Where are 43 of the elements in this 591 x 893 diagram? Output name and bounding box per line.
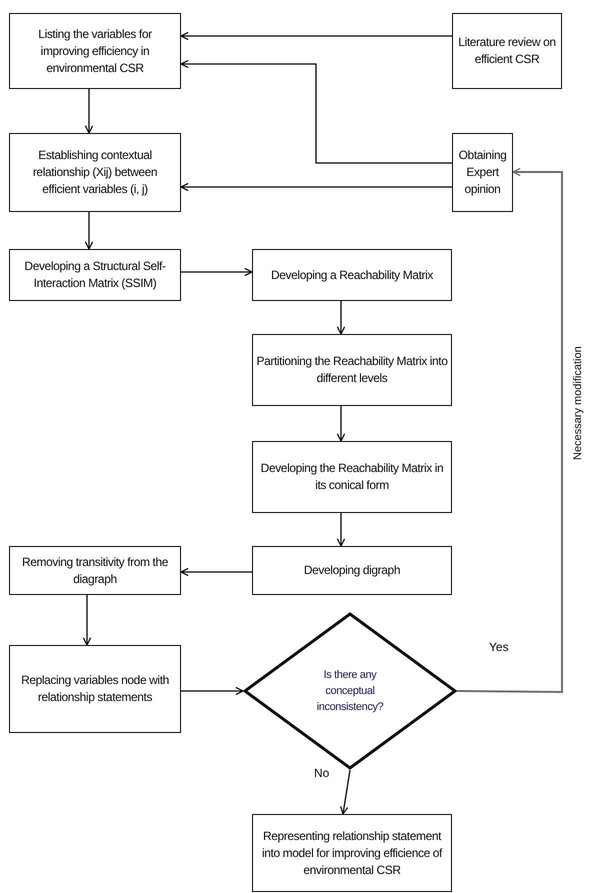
node-text: Obtaining Expert opinion [458,147,508,198]
process-box [252,249,452,301]
process-box [9,249,181,301]
decision-diamond [243,612,457,770]
node-text: Literature review on efficient CSR [457,34,557,68]
process-box [252,334,452,406]
arrow [180,182,452,192]
arrow [82,595,92,646]
process-box [252,814,452,892]
node-text: Establishing contextual relationship (Xij) between efficient variables (i, j) [32,147,158,198]
node-text: Partitioning the Reachability Matrix into different levels [255,353,449,387]
process-box [452,133,513,212]
process-box [9,133,181,212]
node-text: Is there any conceptual inconsistency? [316,668,384,715]
arrow [180,32,452,40]
arrow [336,301,346,335]
node-text: Listing the variables for improving efficiency in environmental CSR [37,26,153,76]
node-text: Developing digraph [302,562,402,579]
node-text: Removing transitivity from the diagraph [20,554,170,588]
node-text: Developing a Structural Self-Interaction Matrix (SSIM) [23,258,167,292]
arrow [340,770,351,815]
node-text: Representing relationship statement into model for improving efficience of environmental CSR [260,828,444,878]
process-box [252,441,452,513]
process-box [9,13,181,89]
process-box [252,546,452,595]
node-text: Developing the Reachability Matrix in its conical form [260,460,444,494]
arrow [181,268,253,276]
arrow [84,212,94,250]
arrow [180,568,252,576]
edge-label: Yes [487,640,511,654]
process-box [452,13,562,89]
process-box [9,546,181,595]
node-text: Developing a Reachability Matrix [270,266,434,284]
arrow [457,168,563,693]
arrow [84,89,94,134]
arrow [336,406,346,442]
process-box [9,645,181,733]
side-note: Necessary modification [572,346,584,460]
edge-label: No [312,766,332,780]
node-text: Replacing variables node with relationship statements [20,672,170,706]
arrow [336,513,346,547]
arrow [180,60,452,164]
arrow [181,686,244,696]
